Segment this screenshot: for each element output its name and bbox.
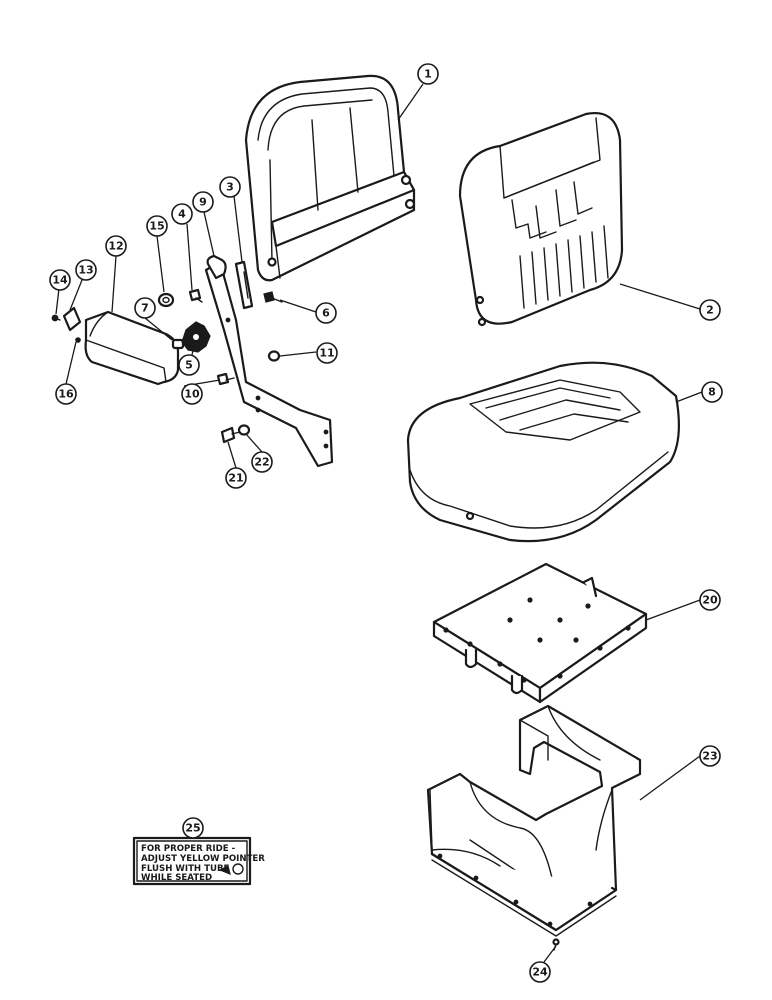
cap-plate xyxy=(62,306,82,332)
armrest-bracket xyxy=(204,254,334,468)
callout-20-label: 20 xyxy=(702,594,718,607)
rubber-boot xyxy=(426,704,642,937)
seat-cushion xyxy=(406,361,680,543)
callout-10: 10 xyxy=(181,383,203,405)
backrest-cushion xyxy=(458,111,624,327)
slotted-link xyxy=(234,260,254,310)
decal-line-3: FLUSH WITH TUBE xyxy=(141,864,230,874)
callout-25: 25 xyxy=(182,817,204,839)
callout-24: 24 xyxy=(529,961,551,983)
callout-11-label: 11 xyxy=(319,347,334,360)
callout-4: 4 xyxy=(171,203,193,225)
callout-7: 7 xyxy=(134,297,156,319)
callout-13-label: 13 xyxy=(78,264,93,277)
backrest-frame xyxy=(244,74,416,282)
washer-11 xyxy=(267,350,281,362)
washer-22 xyxy=(237,424,251,436)
callout-6: 6 xyxy=(315,302,337,324)
leader-lines xyxy=(55,83,703,963)
callout-14: 14 xyxy=(49,269,71,291)
callout-8-label: 8 xyxy=(708,386,716,399)
callout-23-label: 23 xyxy=(702,750,717,763)
callout-22-label: 22 xyxy=(254,456,269,469)
callout-22: 22 xyxy=(251,451,273,473)
callout-24-label: 24 xyxy=(532,966,548,979)
callout-21-label: 21 xyxy=(228,472,243,485)
screw-14 xyxy=(51,314,61,322)
decal-line-2: ADJUST YELLOW POINTER xyxy=(141,854,265,864)
callout-15: 15 xyxy=(146,215,168,237)
callout-10-label: 10 xyxy=(184,388,200,401)
callout-20: 20 xyxy=(699,589,721,611)
nut-7 xyxy=(171,338,185,350)
decal-line-1: FOR PROPER RIDE - xyxy=(141,844,236,854)
callout-8: 8 xyxy=(701,381,723,403)
callout-5-label: 5 xyxy=(185,359,193,372)
seat-base-plate xyxy=(432,562,648,704)
callout-9: 9 xyxy=(192,191,214,213)
callout-12: 12 xyxy=(105,235,127,257)
callout-6-label: 6 xyxy=(322,307,330,320)
bolt-10 xyxy=(216,372,235,386)
callout-14-label: 14 xyxy=(52,274,68,287)
callout-25-label: 25 xyxy=(185,822,200,835)
instruction-decal: FOR PROPER RIDE - ADJUST YELLOW POINTER … xyxy=(132,836,265,886)
bolt-4 xyxy=(188,288,203,303)
callout-1: 1 xyxy=(417,63,439,85)
callout-3-label: 3 xyxy=(226,181,234,194)
callout-2: 2 xyxy=(699,299,721,321)
callout-12-label: 12 xyxy=(108,240,123,253)
callout-21: 21 xyxy=(225,467,247,489)
callout-1-label: 1 xyxy=(424,68,432,81)
adjusting-knob xyxy=(181,321,211,353)
callout-11: 11 xyxy=(316,342,338,364)
screw-6 xyxy=(263,291,283,303)
callout-15-label: 15 xyxy=(149,220,164,233)
callout-4-label: 4 xyxy=(178,208,186,221)
callout-3: 3 xyxy=(219,176,241,198)
callout-5: 5 xyxy=(178,354,200,376)
callout-7-label: 7 xyxy=(141,302,149,315)
bolt-21 xyxy=(220,426,241,444)
callout-23: 23 xyxy=(699,745,721,767)
callout-2-label: 2 xyxy=(706,304,714,317)
callout-16-label: 16 xyxy=(58,388,74,401)
screw-16 xyxy=(75,337,81,343)
callout-9-label: 9 xyxy=(199,196,207,209)
callout-16: 16 xyxy=(55,383,77,405)
washer-15 xyxy=(157,292,175,308)
callout-13: 13 xyxy=(75,259,97,281)
decal-line-4: WHILE SEATED xyxy=(141,873,212,883)
armrest-pad xyxy=(84,310,180,386)
